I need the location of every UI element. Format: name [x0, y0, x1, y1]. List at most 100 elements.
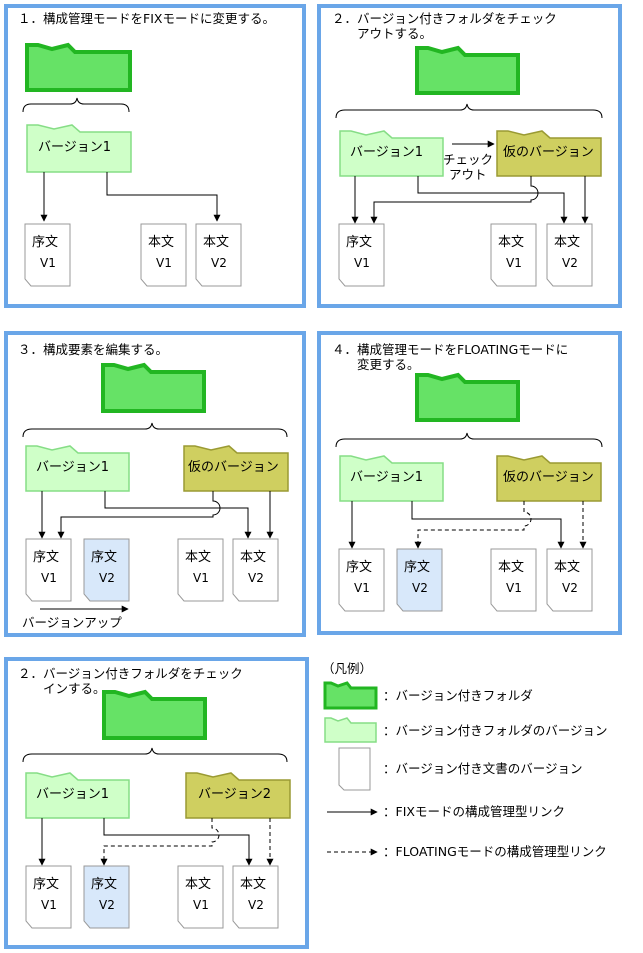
doc-version: V1 [41, 898, 57, 912]
doc-name: 本文 [240, 550, 266, 565]
temp-version-label: 仮のバージョン [503, 145, 594, 160]
panel-4-title: ４．構成管理モードをFLOATINGモードに 変更する。 [332, 342, 569, 372]
doc-name: 本文 [498, 560, 524, 575]
doc-name: 序文 [346, 560, 372, 575]
checkout-label: アウト [449, 167, 487, 182]
folder-version-1 [26, 124, 132, 173]
versioned-folder-icon [25, 42, 132, 92]
doc-version: V2 [412, 581, 428, 595]
doc-version: V1 [506, 581, 522, 595]
legend: （凡例） ：バージョン付きフォルダ ：バージョン付きフォルダのバージョン ：バー… [322, 661, 608, 859]
doc-name: 本文 [185, 550, 211, 565]
doc-honbun-v2: 本文 V2 [546, 548, 593, 612]
doc-version: V1 [41, 571, 57, 585]
fix-link-arrow [57, 491, 221, 539]
versioned-folder-icon [102, 689, 207, 740]
doc-jobun-v1: 序文 V1 [25, 538, 72, 602]
panel-2-graphic: バージョン1 仮のバージョン チェック アウト 序文 V1 本文 V1 本文 V… [335, 45, 603, 287]
legend-fix-text: ：FIXモードの構成管理型リンク [383, 804, 565, 819]
doc-version: V2 [562, 256, 578, 270]
floating-link-arrow [414, 501, 532, 549]
doc-honbun-v1: 本文 V1 [177, 865, 224, 929]
doc-jobun-v1: 序文 V1 [338, 223, 385, 287]
checkout-label: チェック [443, 152, 493, 167]
doc-honbun-v1: 本文 V1 [490, 223, 537, 287]
temp-version-folder [496, 130, 602, 177]
doc-name: 本文 [554, 560, 580, 575]
doc-version: V1 [193, 898, 209, 912]
folder-version-1-label: バージョン1 [38, 140, 111, 155]
panel-3-graphic: バージョン1 仮のバージョン 序文 V1 序文 V2 本文 V1 本文 V2 バ… [22, 362, 289, 630]
brace [22, 747, 288, 763]
panel-2-title: ２．バージョン付きフォルダをチェック アウトする。 [332, 11, 557, 41]
legend-title: （凡例） [322, 661, 372, 676]
doc-name: 序文 [33, 550, 59, 565]
legend-doc-text: ：バージョン付き文書のバージョン [383, 761, 583, 776]
brace [22, 422, 288, 438]
panel-3-title: ３．構成要素を編集する。 [18, 342, 169, 357]
legend-folder-icon [323, 681, 378, 710]
doc-name: 本文 [185, 877, 211, 892]
doc-honbun-v2: 本文 V2 [195, 223, 242, 287]
folder-version-1-label: バージョン1 [350, 145, 423, 160]
legend-doc-icon [338, 747, 371, 791]
folder-version-1 [339, 130, 444, 177]
versioned-folder-icon [101, 362, 206, 413]
panel-1-title: １．構成管理モードをFIXモードに変更する。 [18, 11, 275, 26]
version-up-label: バージョンアップ [22, 615, 122, 630]
doc-version: V1 [354, 256, 370, 270]
doc-jobun-v2-new: 序文 V2 [396, 548, 443, 612]
legend-folder-text: ：バージョン付きフォルダ [383, 688, 533, 703]
doc-jobun-v1: 序文 V1 [25, 865, 72, 929]
doc-name: 本文 [148, 235, 174, 250]
fix-link-arrow [103, 818, 253, 866]
panel-4-graphic: バージョン1 仮のバージョン 序文 V1 序文 V2 本文 V1 本文 V2 [335, 372, 603, 612]
doc-jobun-v2-new: 序文 V2 [83, 865, 130, 929]
fix-link-arrow [104, 491, 252, 539]
folder-version-1 [25, 445, 130, 492]
doc-version: V2 [562, 581, 578, 595]
folder-version-1 [339, 455, 444, 502]
doc-name: 序文 [346, 235, 372, 250]
doc-honbun-v2: 本文 V2 [232, 865, 279, 929]
folder-version-2 [185, 772, 291, 819]
temp-version-label: 仮のバージョン [188, 460, 279, 475]
folder-version-2-label: バージョン2 [198, 787, 271, 802]
brace [22, 97, 130, 113]
legend-floating-text: ：FLOATINGモードの構成管理型リンク [383, 844, 607, 859]
legend-folder-version-text: ：バージョン付きフォルダのバージョン [383, 723, 608, 738]
doc-jobun-v1: 序文 V1 [24, 223, 71, 287]
doc-version: V1 [506, 256, 522, 270]
floating-link-arrow [100, 818, 220, 866]
doc-name: 本文 [203, 235, 229, 250]
doc-version: V2 [248, 571, 264, 585]
doc-honbun-v1: 本文 V1 [490, 548, 537, 612]
folder-version-1-label: バージョン1 [350, 470, 423, 485]
doc-name: 序文 [91, 550, 117, 565]
doc-name: 本文 [240, 877, 266, 892]
doc-name: 本文 [498, 235, 524, 250]
panel-5-title: ２．バージョン付きフォルダをチェック インする。 [18, 666, 243, 696]
doc-version: V2 [99, 571, 115, 585]
doc-name: 序文 [404, 560, 430, 575]
doc-version: V2 [248, 898, 264, 912]
legend-folder-version-icon [324, 717, 377, 743]
brace [335, 432, 603, 448]
fix-link-arrow [106, 172, 221, 222]
panel-5-graphic: バージョン1 バージョン2 序文 V1 序文 V2 本文 V1 本文 V2 [22, 689, 291, 929]
temp-version-label: 仮のバージョン [503, 470, 594, 485]
doc-version: V1 [354, 581, 370, 595]
fix-link-arrow [417, 176, 568, 224]
fix-link-arrow [370, 176, 539, 224]
doc-name: 序文 [32, 235, 58, 250]
doc-honbun-v2: 本文 V2 [546, 223, 593, 287]
doc-version: V1 [156, 256, 172, 270]
folder-version-1 [25, 772, 130, 819]
doc-version: V2 [211, 256, 227, 270]
versioned-folder-icon [415, 372, 520, 422]
folder-version-1-label: バージョン1 [36, 787, 109, 802]
doc-jobun-v2-new: 序文 V2 [83, 538, 130, 602]
temp-version-folder [183, 445, 289, 492]
doc-jobun-v1: 序文 V1 [338, 548, 385, 612]
